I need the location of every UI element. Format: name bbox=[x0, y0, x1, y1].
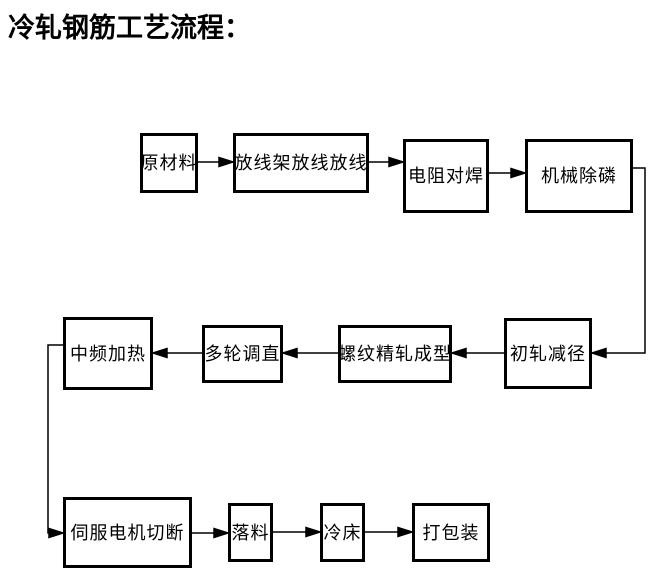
node-servo-motor-cutting: 伺服电机切断 bbox=[63, 497, 192, 568]
arrowhead-right-icon bbox=[397, 526, 415, 538]
node-initial-rolling-reduction: 初轧减径 bbox=[504, 318, 592, 389]
edge-thread-precision-rolling-to-multi-roll-straightening bbox=[280, 347, 338, 359]
node-label: 多轮调直 bbox=[204, 344, 281, 364]
node-label: 伺服电机切断 bbox=[70, 522, 185, 543]
node-medium-frequency-heating: 中频加热 bbox=[63, 317, 153, 390]
edge-servo-motor-cutting-to-blanking bbox=[192, 527, 231, 539]
node-packing: 打包装 bbox=[412, 503, 490, 562]
edge-medium-frequency-heating-to-servo-motor-cutting bbox=[47, 344, 66, 539]
node-blanking: 落料 bbox=[228, 503, 273, 562]
arrowhead-left-icon bbox=[280, 347, 298, 359]
node-label: 放线架放线放线 bbox=[234, 153, 368, 173]
node-cooling-bed: 冷床 bbox=[320, 503, 365, 562]
node-raw-material: 原材料 bbox=[140, 133, 198, 193]
node-label: 中频加热 bbox=[70, 343, 146, 364]
edge-mechanical-descaling-to-initial-rolling-reduction bbox=[589, 167, 646, 359]
edge-raw-material-to-payoff-stand bbox=[198, 156, 236, 168]
node-thread-precision-rolling: 螺纹精轧成型 bbox=[338, 325, 452, 383]
edge-resistance-butt-welding-to-mechanical-descaling bbox=[489, 167, 528, 179]
arrowhead-right-icon bbox=[305, 526, 323, 538]
node-label: 原材料 bbox=[140, 153, 198, 173]
edge-initial-rolling-reduction-to-thread-precision-rolling bbox=[449, 347, 504, 359]
arrowhead-right-icon bbox=[218, 156, 236, 168]
arrowhead-left-icon bbox=[150, 347, 168, 359]
edge-blanking-to-cooling-bed bbox=[273, 526, 323, 538]
arrowhead-left-icon bbox=[449, 347, 467, 359]
node-resistance-butt-welding: 电阻对焊 bbox=[403, 139, 489, 213]
node-label: 机械除磷 bbox=[541, 166, 617, 186]
arrowhead-right-icon bbox=[388, 156, 406, 168]
edge-cooling-bed-to-packing bbox=[365, 526, 415, 538]
edge-multi-roll-straightening-to-medium-frequency-heating bbox=[150, 347, 202, 359]
node-label: 初轧减径 bbox=[510, 343, 586, 364]
arrowhead-left-icon bbox=[589, 347, 607, 359]
arrowhead-right-icon bbox=[510, 167, 528, 179]
arrowhead-right-icon bbox=[48, 527, 66, 539]
node-payoff-stand: 放线架放线放线 bbox=[233, 133, 369, 193]
node-multi-roll-straightening: 多轮调直 bbox=[202, 325, 283, 383]
arrowhead-right-icon bbox=[213, 527, 231, 539]
node-label: 螺纹精轧成型 bbox=[338, 344, 452, 364]
node-label: 电阻对焊 bbox=[408, 166, 484, 186]
edge-payoff-stand-to-resistance-butt-welding bbox=[369, 156, 406, 168]
node-label: 打包装 bbox=[422, 522, 480, 543]
node-label: 落料 bbox=[231, 522, 270, 543]
node-mechanical-descaling: 机械除磷 bbox=[525, 139, 633, 213]
page-title: 冷轧钢筋工艺流程： bbox=[8, 13, 251, 43]
node-label: 冷床 bbox=[323, 522, 362, 543]
